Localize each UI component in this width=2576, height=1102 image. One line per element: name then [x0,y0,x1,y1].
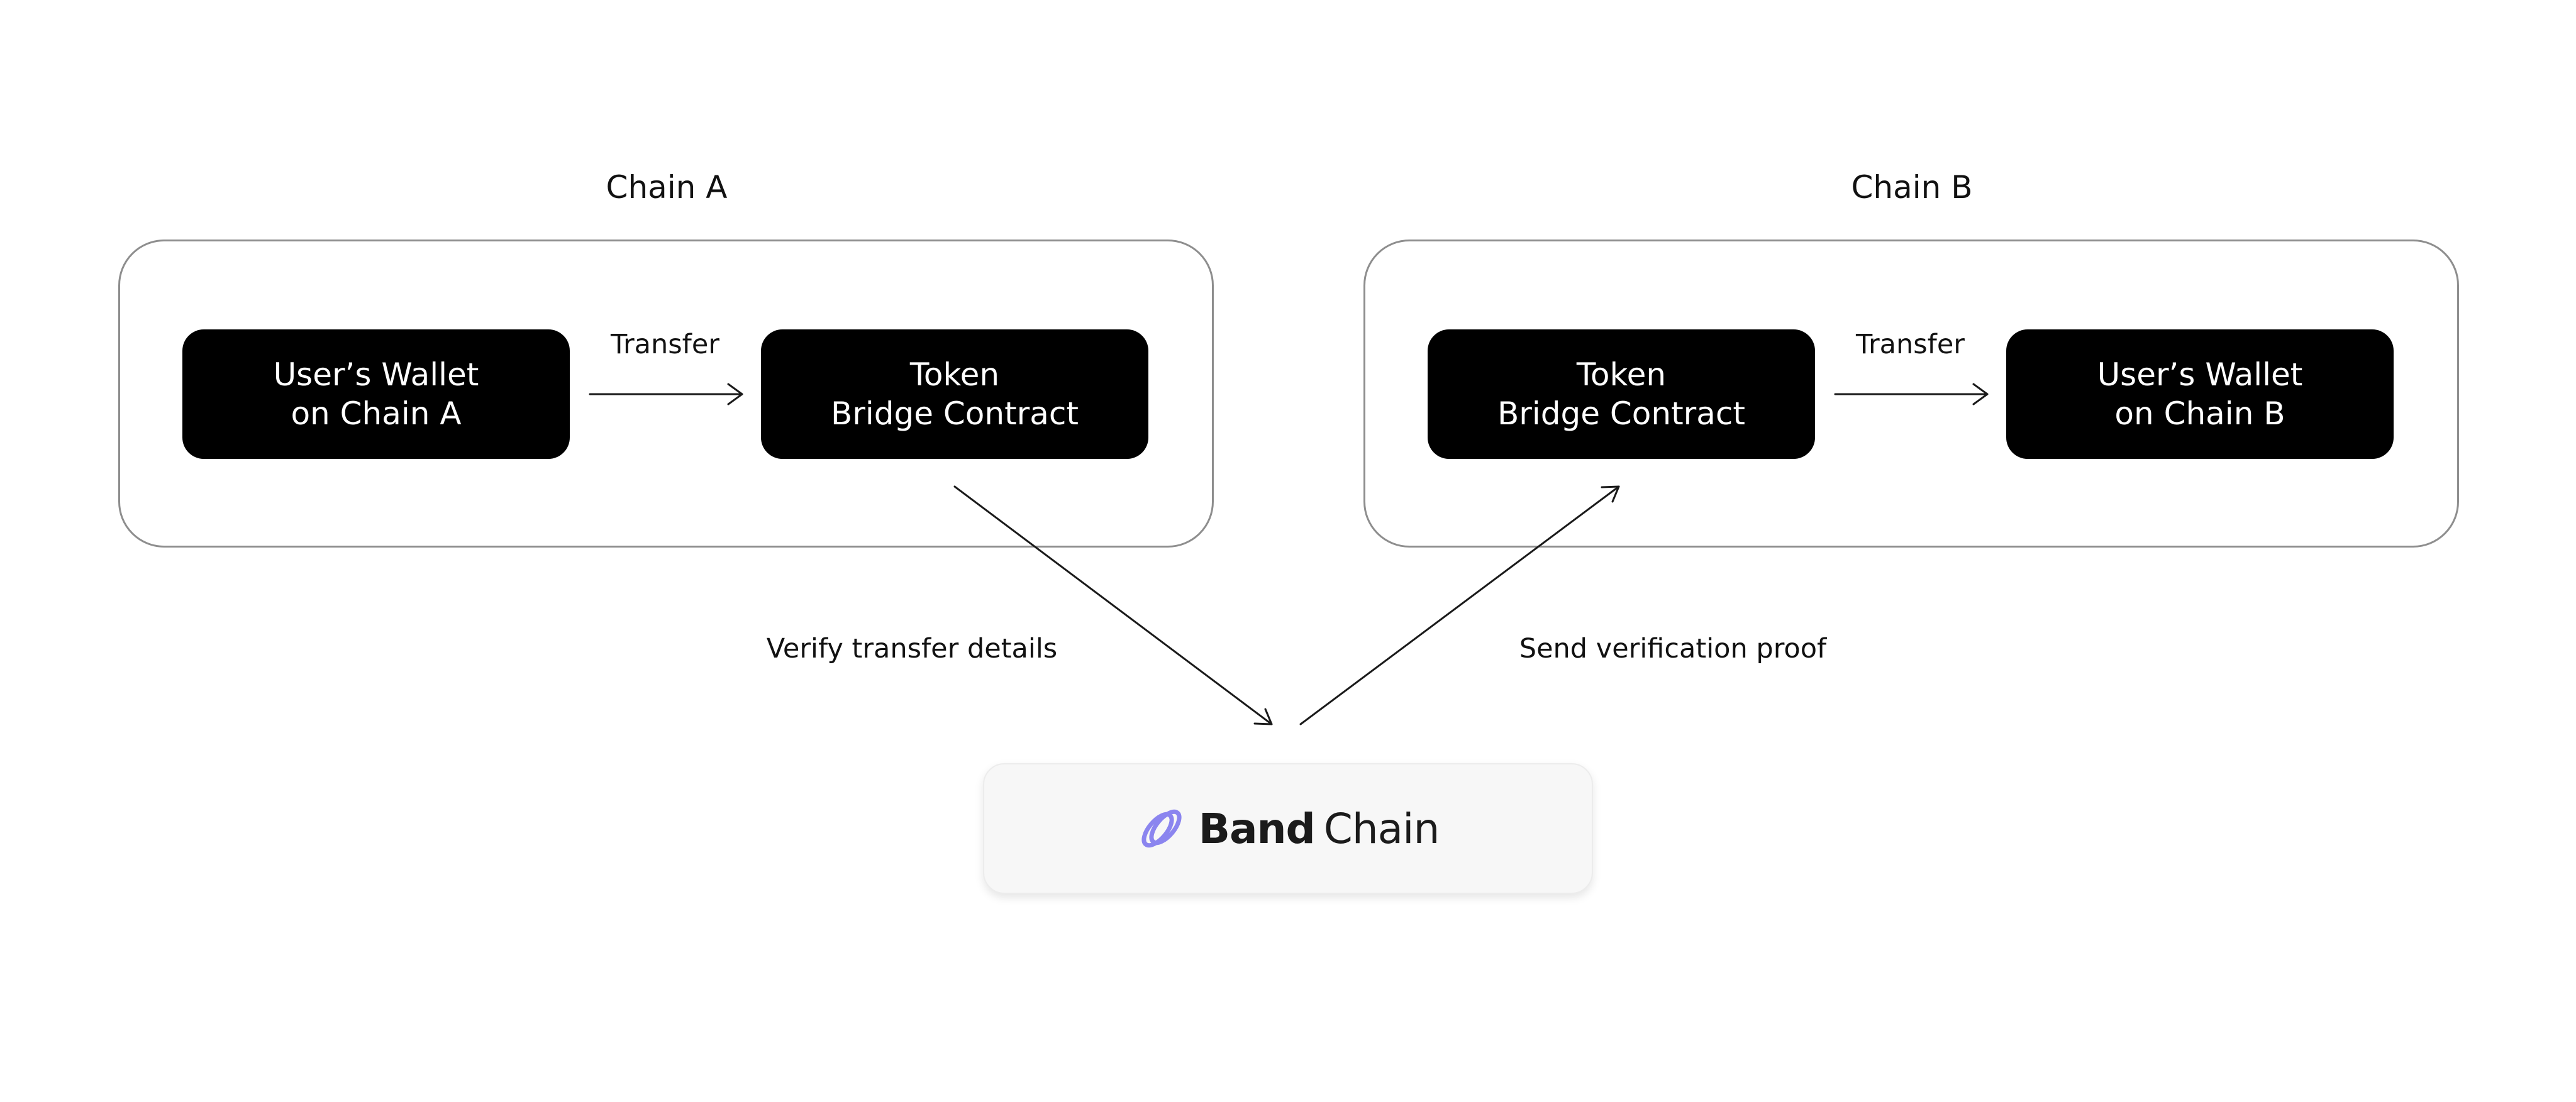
send-proof-label: Send verification proof [1519,633,1827,664]
node-label-line-2: Bridge Contract [831,395,1079,432]
bandchain-word-chain: Chain [1323,804,1440,853]
chain-b-container [1363,240,2459,548]
verify-arrow [953,485,1273,725]
chain-a-container [118,240,1214,548]
chain-a-title: Chain A [606,169,728,206]
chain-a-token-bridge-node: Token Bridge Contract [761,329,1148,459]
node-label-line-2: Bridge Contract [1497,395,1745,432]
bandchain-node: Band Chain [983,763,1593,894]
chain-a-transfer-label: Transfer [611,329,719,360]
band-protocol-logo-icon [1137,804,1186,853]
bandchain-logo: Band Chain [1137,804,1440,853]
chain-a-user-wallet-node: User’s Wallet on Chain A [182,329,570,459]
chain-b-transfer-arrow [1834,383,1989,405]
chain-a-transfer-arrow [589,383,743,405]
node-label-line-1: User’s Wallet [2097,356,2303,393]
proof-arrow [1299,485,1620,725]
chain-b-title: Chain B [1851,169,1973,206]
node-label-line-2: on Chain A [291,395,462,432]
bandchain-word-band: Band [1198,804,1316,853]
chain-b-transfer-label: Transfer [1856,329,1965,360]
chain-b-token-bridge-node: Token Bridge Contract [1428,329,1815,459]
node-label-line-1: User’s Wallet [273,356,479,393]
chain-b-user-wallet-node: User’s Wallet on Chain B [2006,329,2394,459]
node-label-line-1: Token [909,356,1000,393]
node-label-line-1: Token [1576,356,1667,393]
node-label-line-2: on Chain B [2114,395,2285,432]
verify-transfer-label: Verify transfer details [766,633,1058,664]
